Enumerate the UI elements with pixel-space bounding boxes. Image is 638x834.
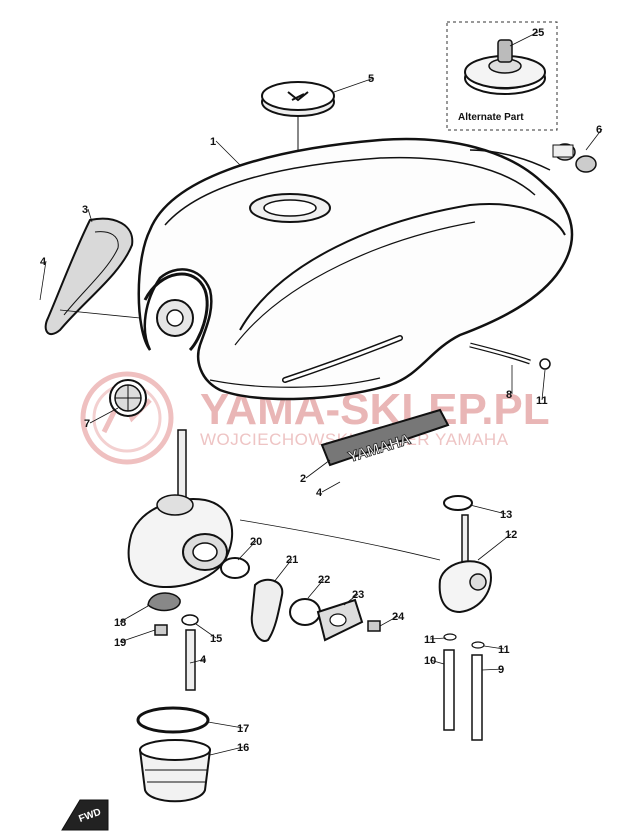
part-label-p17: 17 (237, 723, 249, 735)
leader-line-p21 (273, 558, 293, 583)
part-label-p19: 19 (114, 637, 126, 649)
part-label-p22: 22 (318, 574, 330, 586)
tank-cap-cover (261, 81, 335, 195)
part-label-p10: 10 (424, 655, 436, 667)
leader-line-p24 (379, 615, 399, 627)
part-label-p16: 16 (237, 742, 249, 754)
part-label-p4b: 4 (316, 487, 323, 499)
leader-line-p13 (469, 504, 507, 515)
leader-line-p12 (477, 533, 512, 561)
part-label-p11b: 11 (424, 634, 436, 646)
leader-line-p19 (119, 629, 156, 643)
alternate-part-label: Alternate Part (458, 112, 524, 123)
part-label-p23: 23 (352, 589, 364, 601)
part-label-p12: 12 (505, 529, 517, 541)
leader-line-p11b (429, 637, 447, 640)
leader-line-p10 (429, 659, 445, 665)
leader-line-p16 (209, 746, 244, 756)
leader-line-p2 (305, 459, 331, 479)
part-label-p21: 21 (286, 554, 298, 566)
part-label-p13: 13 (500, 509, 512, 521)
fuel-cock-left (127, 429, 441, 803)
forward-arrow: FWD (61, 799, 109, 831)
leader-line-p15 (195, 623, 217, 639)
part-label-p4c: 4 (200, 654, 207, 666)
part-label-p20: 20 (250, 536, 262, 548)
leader-line-p1 (215, 140, 241, 166)
part-label-p8: 8 (506, 389, 512, 401)
fuel-cock-right (438, 495, 492, 741)
leader-line-p18 (119, 605, 149, 623)
knee-grip-left (44, 217, 141, 336)
leader-line-p4b (321, 481, 341, 493)
fuel-tank (137, 137, 574, 401)
leader-line-p4a (39, 260, 47, 301)
part-label-p3: 3 (82, 204, 88, 216)
leader-line-p9 (481, 668, 505, 671)
leader-line-p7 (89, 407, 119, 424)
damper-set (552, 143, 597, 173)
part-labels: 1234445678910111111121315161718192021222… (39, 27, 603, 756)
leader-line-p20 (237, 540, 257, 561)
breather-hose (469, 342, 551, 370)
leader-line-p5 (333, 77, 375, 93)
leader-line-p11c (483, 645, 505, 650)
part-label-p18: 18 (114, 617, 126, 629)
part-label-p11c: 11 (498, 644, 510, 656)
leader-line-p11a (541, 369, 546, 401)
part-label-p1: 1 (210, 136, 216, 148)
leader-line-p4c (189, 658, 207, 664)
part-label-p24: 24 (392, 611, 405, 623)
leader-line-p17 (207, 721, 244, 729)
leader-line-p23 (343, 593, 359, 606)
part-label-p25: 25 (532, 27, 544, 39)
part-label-p2: 2 (300, 473, 306, 485)
part-label-p7: 7 (84, 418, 90, 430)
part-label-p5: 5 (368, 73, 374, 85)
part-label-p6: 6 (596, 124, 602, 136)
leader-line-p6 (585, 128, 603, 151)
part-label-p4a: 4 (40, 256, 47, 268)
leader-line-p25 (509, 31, 539, 47)
part-label-p11a: 11 (536, 395, 548, 407)
leader-line-p22 (307, 578, 325, 599)
gauge-cap (109, 379, 147, 417)
part-label-p15: 15 (210, 633, 222, 645)
part-label-p9: 9 (498, 664, 504, 676)
alternate-part-box: Alternate Part (446, 21, 558, 131)
leader-line-p3 (87, 208, 93, 223)
